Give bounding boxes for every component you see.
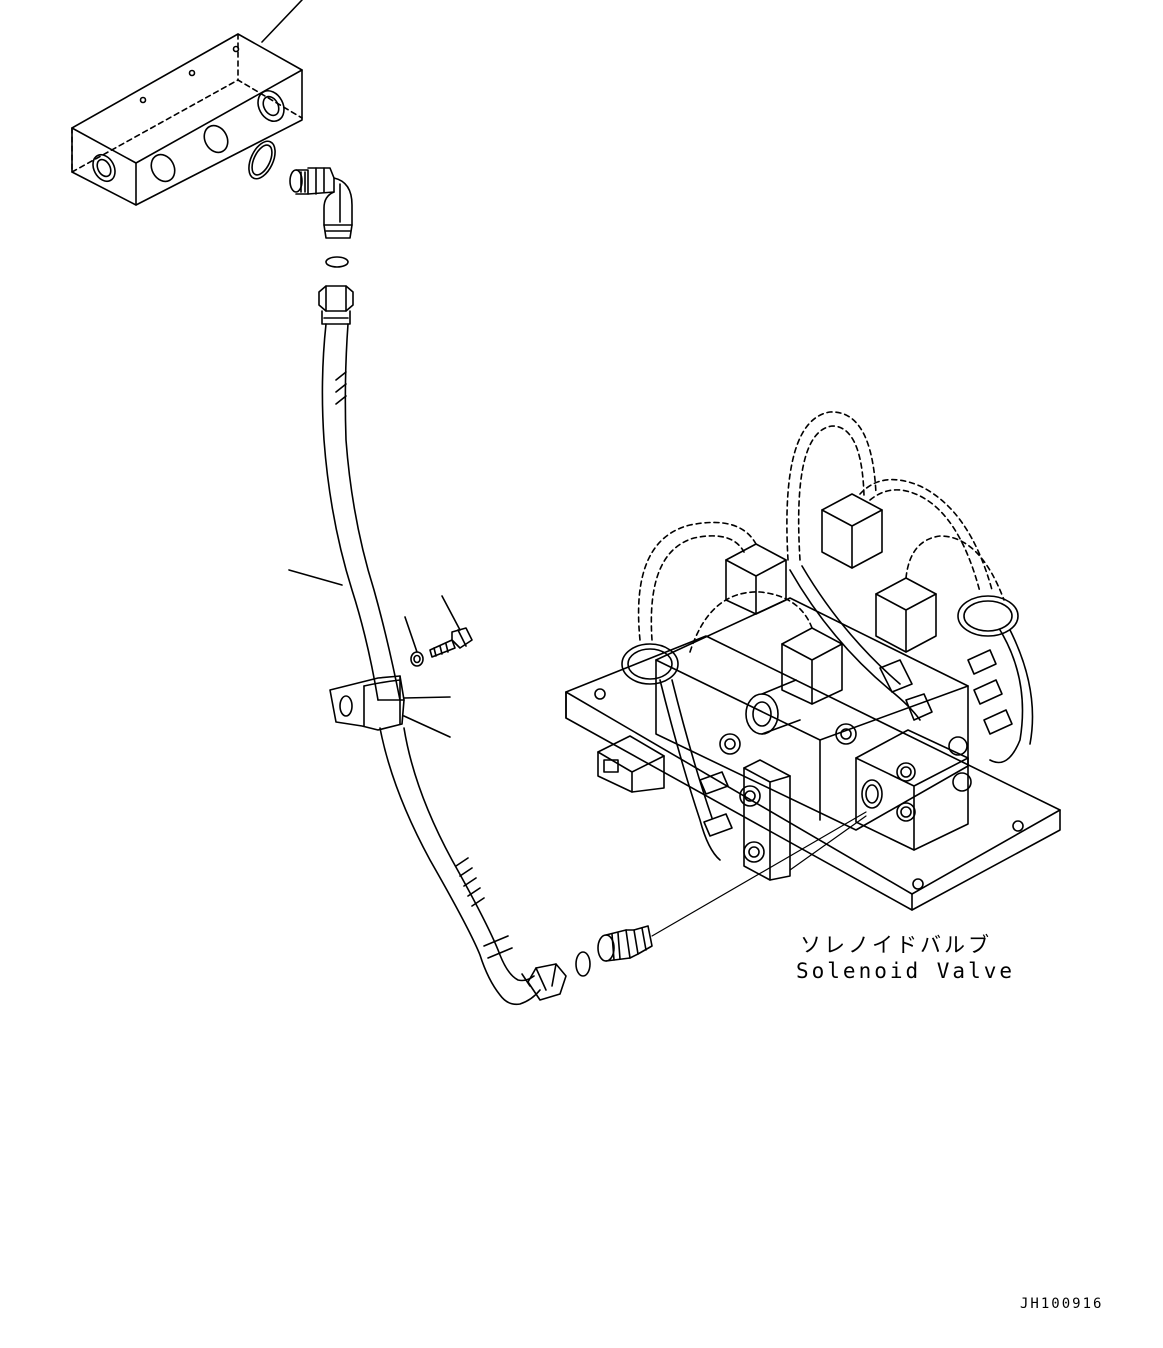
o-ring-lower bbox=[575, 951, 591, 977]
solenoid-valve-assembly bbox=[565, 411, 1061, 911]
port-leader bbox=[789, 815, 867, 871]
elbow-fitting bbox=[289, 167, 353, 239]
o-ring-small bbox=[325, 256, 349, 268]
hose-assembly bbox=[318, 285, 567, 1006]
washer bbox=[404, 616, 424, 667]
bolt bbox=[429, 595, 473, 658]
hose-clamp bbox=[329, 675, 451, 738]
manifold-block bbox=[71, 0, 303, 206]
drawing-id: JH100916 bbox=[1020, 1296, 1104, 1312]
solenoid-valve-label-en: Solenoid Valve bbox=[796, 959, 1016, 983]
hose-callout-leader bbox=[288, 569, 343, 586]
solenoid-valve-label-jp: ソレノイドバルブ bbox=[800, 933, 992, 957]
o-ring-top bbox=[248, 140, 276, 180]
